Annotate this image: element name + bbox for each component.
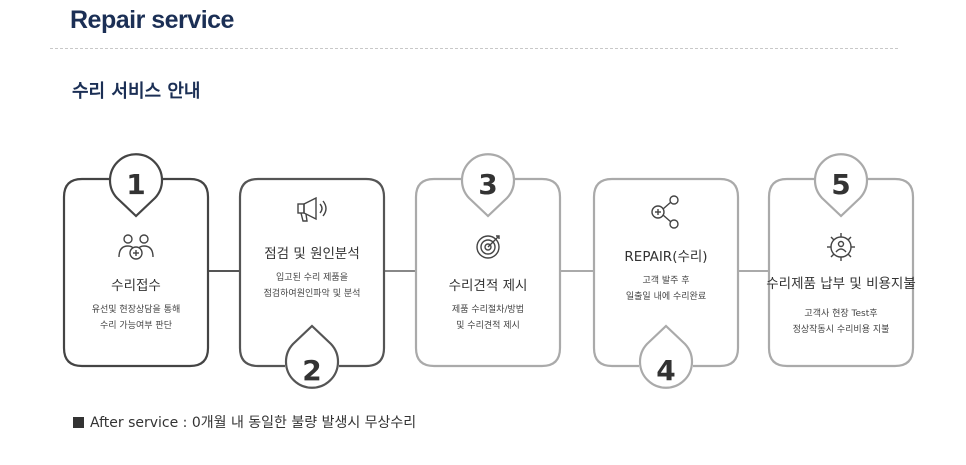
gear-person-icon bbox=[827, 233, 855, 261]
step-desc-5-line1: 고객사 현장 Test후 bbox=[804, 309, 878, 319]
step-desc-1: 유선및 현장상담을 통해 수리 가능여부 판단 bbox=[63, 302, 209, 334]
footer-note-text: After service : 0개월 내 동일한 불량 발생시 무상수리 bbox=[90, 415, 417, 431]
step-desc-2-line2: 점검하여원인파악 및 분석 bbox=[263, 289, 361, 299]
target-icon bbox=[476, 235, 500, 259]
step-box-4 bbox=[592, 177, 740, 368]
step-card-4: REPAIR(수리) 고객 발주 후 일출일 내에 수리완료 bbox=[593, 245, 739, 305]
step-desc-5: 고객사 현장 Test후 정상작동시 수리비용 지불 bbox=[765, 306, 917, 338]
share-nodes-icon bbox=[651, 195, 679, 229]
step-title-3: 수리견적 제시 bbox=[448, 278, 528, 294]
page-title: Repair service bbox=[70, 6, 234, 34]
megaphone-icon bbox=[297, 196, 327, 222]
step-title-5: 수리제품 납부 및 비용지불 bbox=[766, 276, 916, 292]
step-desc-5-line2: 정상작동시 수리비용 지불 bbox=[792, 325, 890, 335]
users-add-icon bbox=[118, 234, 154, 260]
step-title-1: 수리접수 bbox=[111, 278, 161, 294]
step-number-3: 3 bbox=[478, 168, 497, 201]
step-desc-2-line1: 입고된 수리 제품을 bbox=[276, 273, 348, 283]
step-desc-4-line2: 일출일 내에 수리완료 bbox=[625, 292, 707, 302]
step-box-2 bbox=[238, 177, 386, 368]
step-desc-3-line1: 제품 수리절차/방법 bbox=[451, 305, 525, 315]
section-title: 수리 서비스 안내 bbox=[72, 81, 201, 102]
step-card-2: 점검 및 원인분석 입고된 수리 제품을 점검하여원인파악 및 분석 bbox=[239, 242, 385, 302]
step-desc-3: 제품 수리절차/방법 및 수리견적 제시 bbox=[415, 302, 561, 334]
step-box-3 bbox=[414, 177, 562, 368]
step-desc-1-line1: 유선및 현장상담을 통해 bbox=[91, 305, 181, 315]
footer-note: After service : 0개월 내 동일한 불량 발생시 무상수리 bbox=[73, 412, 416, 432]
step-title-2: 점검 및 원인분석 bbox=[264, 246, 360, 262]
title-divider bbox=[50, 48, 898, 49]
step-card-5: 수리제품 납부 및 비용지불 고객사 현장 Test후 정상작동시 수리비용 지… bbox=[765, 272, 917, 338]
square-bullet-icon bbox=[73, 416, 84, 428]
step-badge-5 bbox=[813, 153, 869, 218]
step-desc-1-line2: 수리 가능여부 판단 bbox=[100, 321, 172, 331]
step-badge-2 bbox=[284, 324, 340, 389]
step-number-1: 1 bbox=[126, 168, 145, 201]
step-box-5 bbox=[767, 177, 915, 368]
step-desc-3-line2: 및 수리견적 제시 bbox=[456, 321, 520, 331]
step-box-1 bbox=[62, 177, 210, 368]
step-number-5: 5 bbox=[831, 168, 850, 201]
step-title-4: REPAIR(수리) bbox=[624, 249, 708, 265]
step-badge-1 bbox=[108, 153, 164, 218]
step-desc-4-line1: 고객 발주 후 bbox=[642, 276, 690, 286]
step-number-2: 2 bbox=[302, 354, 321, 387]
step-badge-3 bbox=[460, 153, 516, 218]
step-badge-4 bbox=[638, 324, 694, 389]
step-card-1: 수리접수 유선및 현장상담을 통해 수리 가능여부 판단 bbox=[63, 274, 209, 334]
step-desc-2: 입고된 수리 제품을 점검하여원인파악 및 분석 bbox=[239, 270, 385, 302]
step-number-4: 4 bbox=[656, 354, 675, 387]
step-card-3: 수리견적 제시 제품 수리절차/방법 및 수리견적 제시 bbox=[415, 274, 561, 334]
step-desc-4: 고객 발주 후 일출일 내에 수리완료 bbox=[593, 273, 739, 305]
